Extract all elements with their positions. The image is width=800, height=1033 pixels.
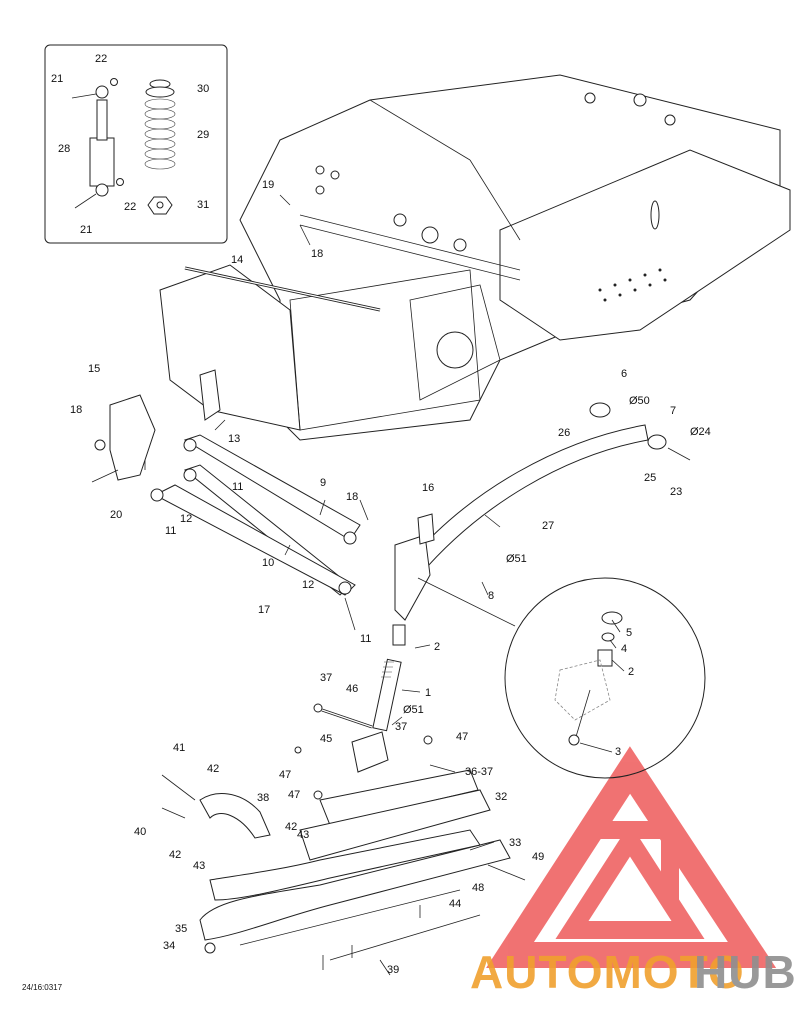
label-main-13: 16 (422, 482, 434, 494)
label-main-38: 44 (449, 898, 461, 910)
label-main-39: 35 (175, 923, 187, 935)
label-main-5: 18 (70, 404, 82, 416)
label-main-23: 45 (320, 733, 332, 745)
watermark-text-primary: AUTOMOTO (470, 946, 745, 998)
label-main-2: 14 (231, 254, 243, 266)
label-main-14: 27 (542, 520, 554, 532)
label-main-19: 1 (425, 687, 431, 699)
spring-coils (144, 98, 176, 170)
label-main-33: 36-37 (465, 766, 493, 778)
label-main-11: 18 (346, 491, 358, 503)
label-inset-3: 29 (197, 129, 209, 141)
watermark-text-secondary: HUB (694, 946, 797, 998)
label-main-20: 37 (320, 672, 332, 684)
label-main-30: 43 (193, 860, 205, 872)
label-main-16: 12 (302, 579, 314, 591)
label-lube-4: Ø51 (506, 553, 527, 565)
label-main-8: 12 (180, 513, 192, 525)
label-main-17: 11 (360, 633, 371, 645)
trailing-arm (409, 402, 691, 576)
label-inset-7: 21 (80, 224, 92, 236)
label-main-3: 15 (88, 363, 100, 375)
label-main-26: 47 (279, 769, 291, 781)
label-main-12: 10 (262, 557, 274, 569)
label-main-10: 9 (320, 477, 326, 489)
label-main-44: 23 (670, 486, 682, 498)
label-main-28: 40 (134, 826, 146, 838)
watermark-logo (486, 746, 777, 968)
label-lube-1: 7 (670, 405, 676, 417)
label-main-35: 33 (509, 837, 521, 849)
label-main-41: 39 (387, 964, 399, 976)
label-main-15: 17 (258, 604, 270, 616)
spindle (372, 513, 435, 732)
detail-circle (417, 577, 706, 779)
label-inset-5: 22 (124, 201, 136, 213)
label-main-27: 38 (257, 792, 269, 804)
label-main-1: 18 (311, 248, 323, 260)
ski-assembly (161, 703, 526, 970)
label-main-21: 46 (346, 683, 358, 695)
label-inset-0: 22 (95, 53, 107, 65)
lube-labels: 6 7 Ø50 Ø24 Ø51 Ø51 (403, 368, 711, 716)
drawing-reference-code: 24/16:0317 (22, 983, 63, 992)
main-labels: 19 18 14 15 13 18 20 11 12 11 9 18 10 16… (70, 179, 682, 976)
label-main-18: 2 (434, 641, 440, 653)
label-inset-2: 30 (197, 83, 209, 95)
label-lube-5: Ø51 (403, 704, 424, 716)
label-detail-1: 4 (621, 643, 627, 655)
leader-lines (144, 194, 501, 976)
label-detail-0: 5 (626, 627, 632, 639)
a-arms (91, 369, 361, 596)
label-main-25: 42 (207, 763, 219, 775)
label-inset-1: 21 (51, 73, 63, 85)
label-inset-4: 28 (58, 143, 70, 155)
label-lube-0: 6 (621, 368, 627, 380)
label-lube-3: Ø24 (690, 426, 711, 438)
label-main-32: 43 (297, 829, 309, 841)
label-inset-6: 31 (197, 199, 209, 211)
label-detail-2: 2 (628, 666, 634, 678)
label-main-22: 37 (395, 721, 407, 733)
running-board-holes (598, 268, 667, 302)
chassis-frame (159, 74, 791, 441)
label-main-4: 13 (228, 433, 240, 445)
inset-box (44, 44, 228, 244)
watermark-text: AUTOMOTO HUB (470, 946, 797, 998)
label-main-7: 11 (232, 481, 243, 493)
label-main-36: 48 (472, 882, 484, 894)
label-main-9: 11 (165, 525, 176, 537)
label-extra-0: 47 (456, 731, 468, 743)
label-main-29: 42 (169, 849, 181, 861)
label-extra-1: 47 (288, 789, 300, 801)
detail-labels: 5 4 2 3 (579, 619, 634, 758)
extra-labels: 47 47 (288, 731, 468, 801)
label-main-45: 8 (488, 590, 494, 602)
label-main-43: 25 (644, 472, 656, 484)
label-main-24: 41 (173, 742, 185, 754)
label-lube-2: Ø50 (629, 395, 650, 407)
label-main-37: 49 (532, 851, 544, 863)
label-main-0: 19 (262, 179, 274, 191)
label-main-31: 42 (285, 821, 297, 833)
label-main-6: 20 (110, 509, 122, 521)
label-main-42: 26 (558, 427, 570, 439)
inset-labels: 22 21 30 29 28 22 31 21 (51, 53, 209, 236)
label-detail-3: 3 (615, 746, 621, 758)
label-main-40: 34 (163, 940, 175, 952)
label-main-34: 32 (495, 791, 507, 803)
